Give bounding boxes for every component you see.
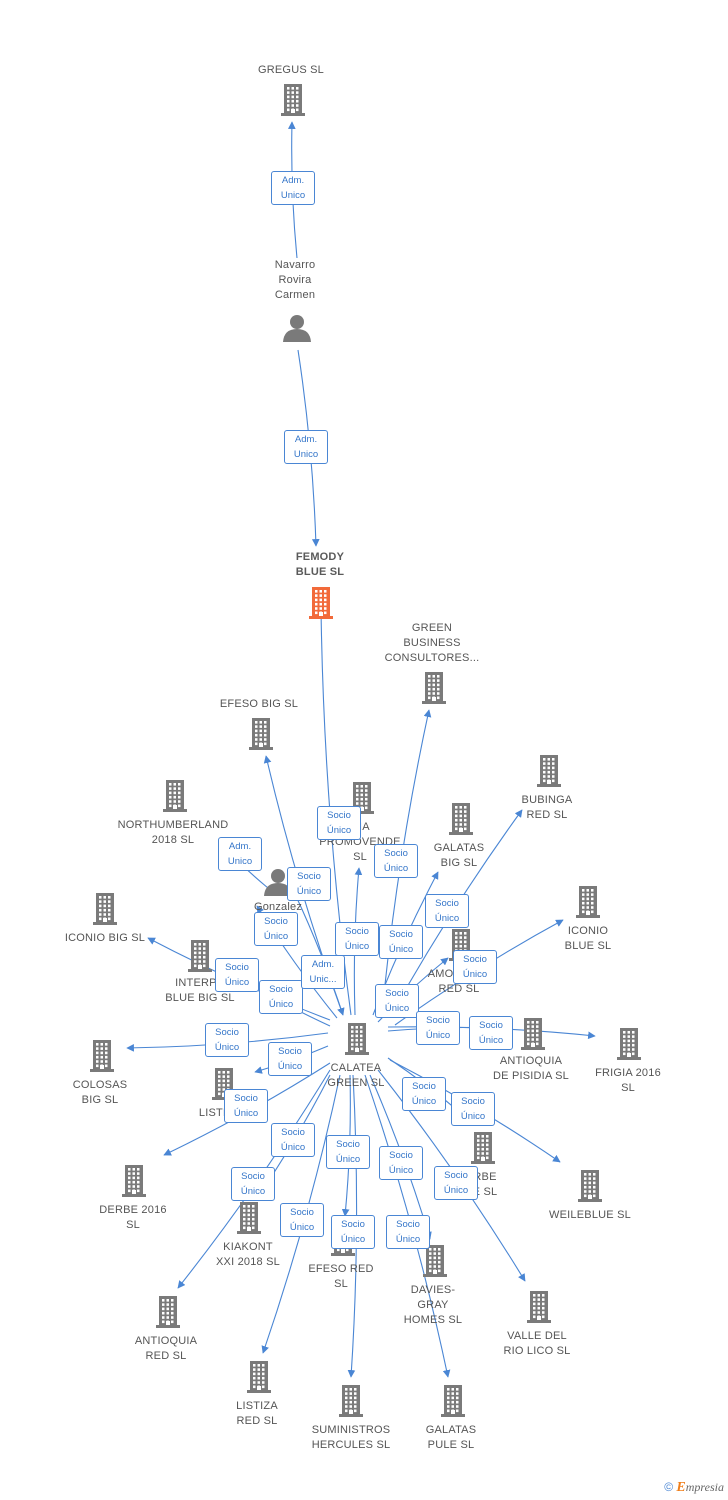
node-label-colosas[interactable]: COLOSAS BIG SL [72, 1079, 128, 1106]
edge-label-calatea-to-amonio[interactable]: Socio Único [375, 984, 419, 1018]
node-label-efeso_red[interactable]: EFESO RED SL [308, 1263, 374, 1290]
brand-logo[interactable]: Empresia [676, 1480, 724, 1495]
edge-label-calatea-to-green[interactable]: Socio Único [374, 844, 418, 878]
person-icon-gonzalez [264, 869, 292, 896]
building-icon-efeso_big [249, 718, 273, 750]
node-label-antioquia_red[interactable]: ANTIOQUIA RED SL [134, 1335, 198, 1362]
building-icon-davies [423, 1245, 447, 1277]
node-label-gregus[interactable]: GREGUS SL [258, 64, 324, 76]
node-label-interpul[interactable]: INTERPU BLUE BIG SL [165, 977, 235, 1004]
copyright-symbol: © [664, 1480, 674, 1494]
node-label-davies[interactable]: DAVIES- GRAY HOMES SL [403, 1284, 463, 1326]
edge-gonzalez-to-calatea [294, 893, 345, 1016]
edge-label-calatea-to-listiza_1[interactable]: Socio Único [268, 1042, 312, 1076]
edge-label-calatea-to-galatas_pule[interactable]: Socio Único [386, 1215, 430, 1249]
building-icon-interpul [188, 940, 212, 972]
edge-label-calatea-to-interpul[interactable]: Socio Único [259, 980, 303, 1014]
building-icon-green [422, 672, 446, 704]
edge-label-navarro-to-femody[interactable]: Adm. Unico [284, 430, 328, 464]
building-icon-iconio_big [93, 893, 117, 925]
edge-label-navarro-to-gregus[interactable]: Adm. Unico [271, 171, 315, 205]
building-icon-iconio_blue [576, 886, 600, 918]
person-icon-navarro [283, 315, 311, 342]
edge-label-gonzalez-to-calatea[interactable]: Adm. Unic... [301, 955, 345, 989]
building-icon-kiakont [237, 1202, 261, 1234]
edge-label-calatea-to-davies[interactable]: Socio Único [379, 1146, 423, 1180]
edge-label-calatea-to-antioquia_red[interactable]: Socio Único [231, 1167, 275, 1201]
edge-label-calatea-to-valle[interactable]: Socio Único [434, 1166, 478, 1200]
node-label-galatas_big[interactable]: GALATAS BIG SL [433, 842, 485, 869]
node-label-efeso_big[interactable]: EFESO BIG SL [219, 698, 299, 710]
edge-label-calatea-to-derbe_2[interactable]: Socio Único [402, 1077, 446, 1111]
node-label-bubinga[interactable]: BUBINGA RED SL [521, 794, 573, 821]
node-label-antioquia_pis[interactable]: ANTIOQUIA DE PISIDIA SL [493, 1055, 569, 1082]
edge-label-calatea-to-weileblue[interactable]: Socio Único [451, 1092, 495, 1126]
edge-label-calatea-to-efeso_red[interactable]: Socio Único [326, 1135, 370, 1169]
building-icon-galatas_pule [441, 1385, 465, 1417]
edge-label-calatea-to-gonzalez[interactable]: Socio Único [254, 912, 298, 946]
building-icon-northumberland [163, 780, 187, 812]
building-icon-colosas [90, 1040, 114, 1072]
node-label-iconio_big[interactable]: ICONIO BIG SL [64, 932, 146, 944]
building-icon-weileblue [578, 1170, 602, 1202]
node-label-frigia_2016[interactable]: FRIGIA 2016 SL [595, 1067, 661, 1094]
node-label-iconio_blue[interactable]: ICONIO BLUE SL [564, 925, 612, 952]
edge-label-calatea-to-efeso_big[interactable]: Socio Único [287, 867, 331, 901]
building-icon-derbe_2016 [122, 1165, 146, 1197]
building-icon-suministros [339, 1385, 363, 1417]
edge-label-calatea-to-frigia_prom[interactable]: Socio Único [335, 922, 379, 956]
edge-label-gonzalez-to-northumberland[interactable]: Adm. Unico [218, 837, 262, 871]
edge-label-calatea-to-kiakont[interactable]: Socio Único [271, 1123, 315, 1157]
edge-label-calatea-to-suministros[interactable]: Socio Único [331, 1215, 375, 1249]
edge-label-calatea-to-colosas[interactable]: Socio Único [205, 1023, 249, 1057]
building-icon-gregus [281, 84, 305, 116]
edge-label-calatea-to-derbe_2016[interactable]: Socio Único [224, 1089, 268, 1123]
building-icon-valle [527, 1291, 551, 1323]
node-label-listiza_red[interactable]: LISTIZA RED SL [236, 1400, 278, 1427]
node-label-green[interactable]: GREEN BUSINESS CONSULTORES... [384, 622, 480, 664]
building-icon-calatea [345, 1023, 369, 1055]
node-label-weileblue[interactable]: WEILEBLUE SL [549, 1209, 631, 1221]
building-icon-bubinga [537, 755, 561, 787]
node-label-calatea[interactable]: CALATEA GREEN SL [327, 1062, 385, 1089]
building-icon-frigia_prom [350, 782, 374, 814]
building-icon-galatas_big [449, 803, 473, 835]
node-label-northumberland[interactable]: NORTHUMBERLAND 2018 SL [117, 819, 229, 846]
building-icon-listiza_red [247, 1361, 271, 1393]
edge-label-calatea-to-antioquia_pis[interactable]: Socio Único [416, 1011, 460, 1045]
edge-label-calatea-to-frigia_2016[interactable]: Socio Único [469, 1016, 513, 1050]
building-icon-derbe_2 [471, 1132, 495, 1164]
edge-label-calatea-to-galatas_big[interactable]: Socio Único [379, 925, 423, 959]
building-icon-antioquia_red [156, 1296, 180, 1328]
node-label-kiakont[interactable]: KIAKONT XXI 2018 SL [216, 1241, 280, 1268]
node-label-femody[interactable]: FEMODY BLUE SL [295, 551, 345, 578]
edge-label-calatea-to-femody[interactable]: Socio Único [317, 806, 361, 840]
node-label-suministros[interactable]: SUMINISTROS HERCULES SL [311, 1424, 391, 1451]
edge-label-calatea-to-iconio_blue[interactable]: Socio Único [453, 950, 497, 984]
node-label-galatas_pule[interactable]: GALATAS PULE SL [425, 1424, 477, 1451]
icon-layer [90, 84, 641, 1417]
building-icon-antioquia_pis [521, 1018, 545, 1050]
building-icon-femody [309, 587, 333, 619]
building-icon-frigia_2016 [617, 1028, 641, 1060]
node-label-navarro[interactable]: Navarro Rovira Carmen [274, 259, 316, 301]
edge-layer [126, 121, 596, 1378]
node-label-derbe_2016[interactable]: DERBE 2016 SL [99, 1204, 167, 1231]
node-label-valle[interactable]: VALLE DEL RIO LICO SL [503, 1330, 571, 1357]
edge-label-calatea-to-bubinga[interactable]: Socio Único [425, 894, 469, 928]
edge-label-calatea-to-listiza_red[interactable]: Socio Único [280, 1203, 324, 1237]
footer-credit: © Empresia [664, 1480, 724, 1496]
edge-label-calatea-to-iconio_big[interactable]: Socio Único [215, 958, 259, 992]
